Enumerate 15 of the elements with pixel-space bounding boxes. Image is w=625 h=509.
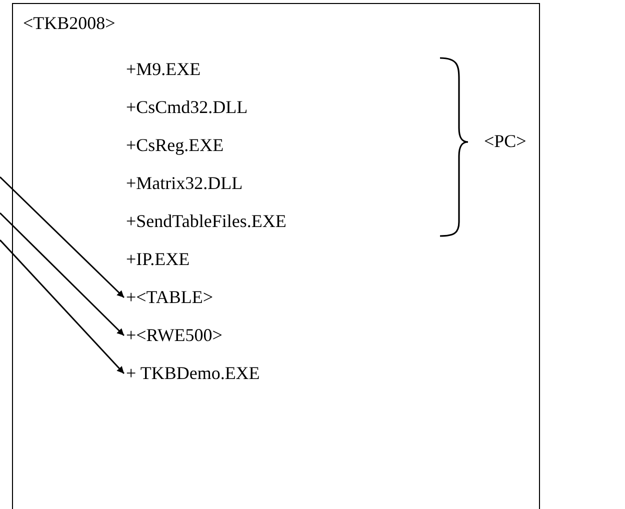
- file-entry: +<RWE500>: [126, 325, 222, 345]
- listing-frame: [12, 3, 540, 509]
- arrow: [0, 239, 125, 374]
- file-entry: +Matrix32.DLL: [126, 173, 243, 193]
- file-entry: +M9.EXE: [126, 59, 201, 79]
- file-entry: +CsReg.EXE: [126, 135, 224, 155]
- group-label: <PC>: [484, 131, 526, 151]
- file-entry: +CsCmd32.DLL: [126, 97, 248, 117]
- file-entry: +SendTableFiles.EXE: [126, 211, 286, 231]
- folder-heading: <TKB2008>: [23, 13, 116, 33]
- file-entry: +IP.EXE: [126, 249, 190, 269]
- arrow: [0, 212, 125, 336]
- file-entry: +<TABLE>: [126, 287, 214, 307]
- file-entry: + TKBDemo.EXE: [126, 363, 260, 383]
- arrow: [0, 176, 125, 298]
